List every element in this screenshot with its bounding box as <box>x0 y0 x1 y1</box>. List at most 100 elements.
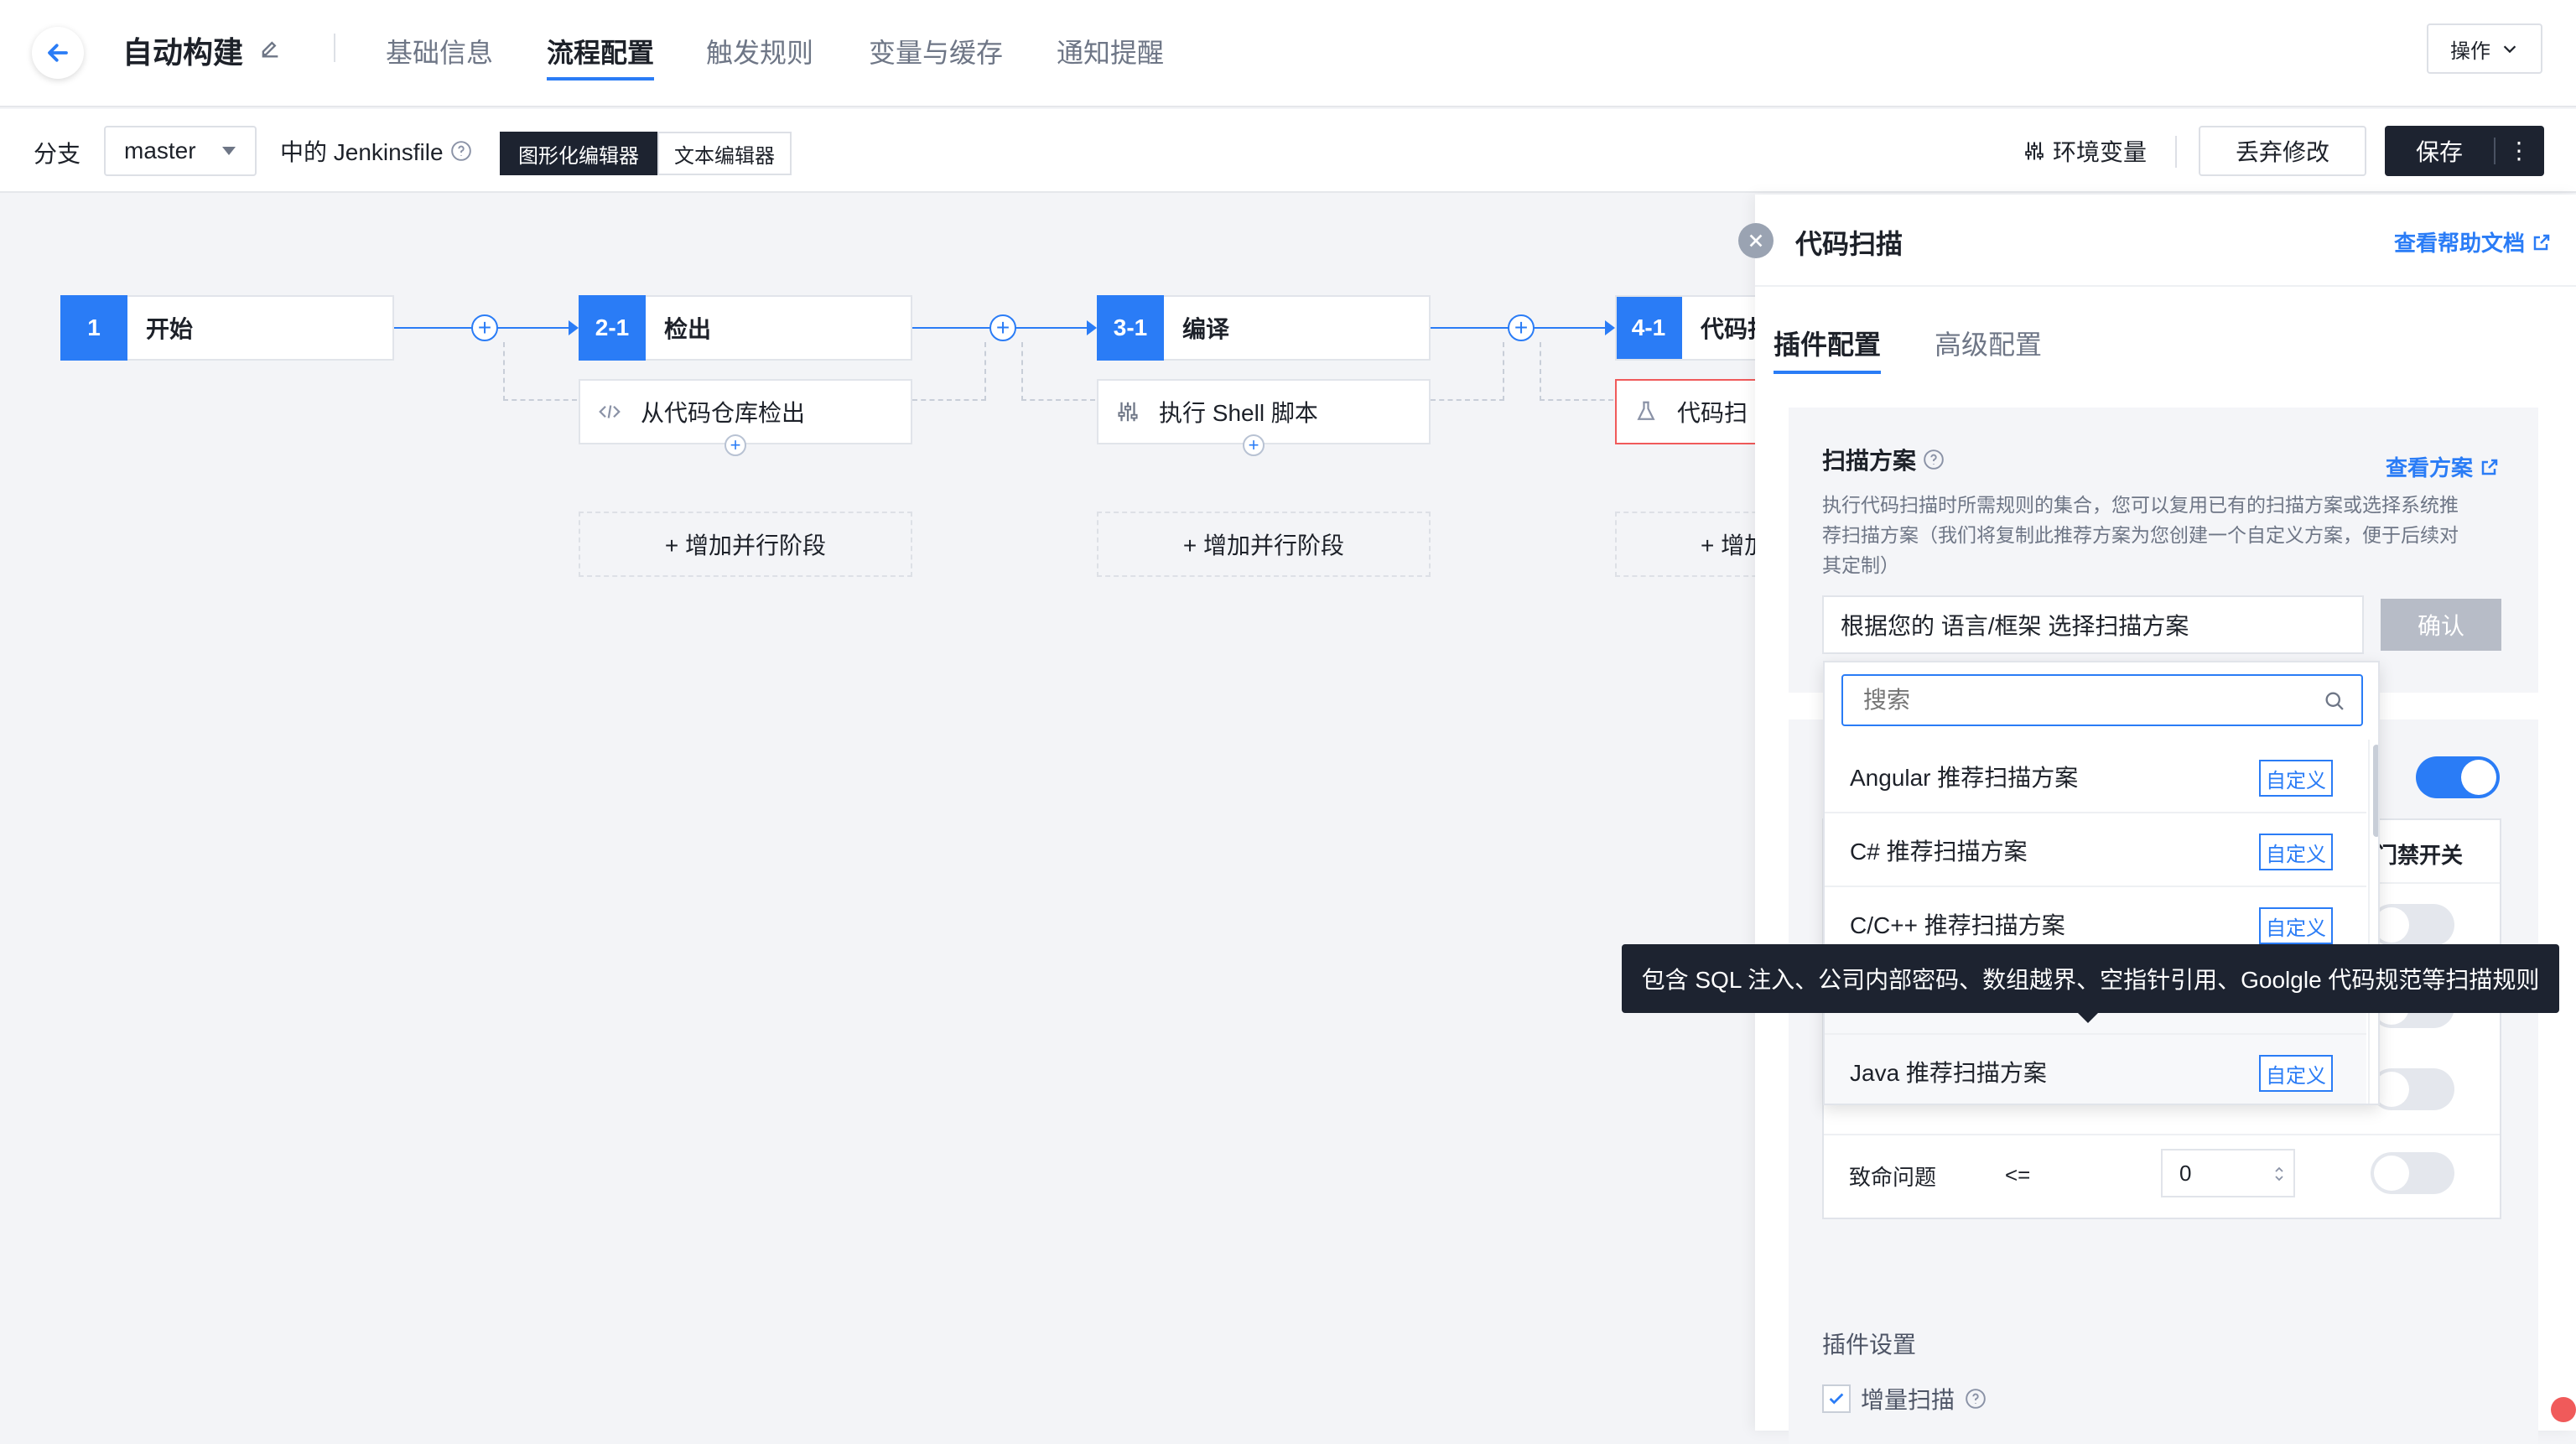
graphic-editor-tab[interactable]: 图形化编辑器 <box>500 132 657 175</box>
description-line: 荐扫描方案（我们将复制此推荐方案为您创建一个自定义方案，便于后续对 <box>1822 524 2459 546</box>
more-vertical-icon[interactable]: ⋮ <box>2507 138 2531 164</box>
close-icon <box>1749 234 1763 247</box>
confirm-button[interactable]: 确认 <box>2381 599 2501 651</box>
gate-toggle[interactable] <box>2371 904 2454 946</box>
plugin-settings-card <box>1789 1285 2538 1436</box>
add-parallel-stage-button[interactable]: + 增加并行阶段 <box>579 512 912 577</box>
env-vars-button[interactable]: 环境变量 <box>2023 134 2147 168</box>
dropdown-option[interactable]: C# 推荐扫描方案 自定义 <box>1825 813 2366 887</box>
customize-tag[interactable]: 自定义 <box>2259 907 2333 944</box>
arrow-right-icon <box>1087 320 1097 335</box>
edit-title-button[interactable] <box>258 37 282 60</box>
help-circle-icon <box>450 141 471 161</box>
tab-plugin-config[interactable]: 插件配置 <box>1774 330 1882 360</box>
drawer-title: 代码扫描 <box>1795 229 1903 259</box>
tab-advanced-config[interactable]: 高级配置 <box>1935 330 2043 360</box>
arrow-left-icon <box>48 44 68 62</box>
active-tab-underline <box>547 77 654 81</box>
incremental-scan-option[interactable]: 增量扫描 <box>1822 1382 1987 1415</box>
page-title: 自动构建 <box>122 35 244 70</box>
dropdown-scrollbar[interactable] <box>2368 740 2378 1104</box>
scheme-select-value: 根据您的 语言/框架 选择扫描方案 <box>1841 613 2189 639</box>
floating-feedback-button[interactable] <box>2551 1397 2576 1422</box>
tab-basic-info[interactable]: 基础信息 <box>386 38 494 68</box>
help-doc-link[interactable]: 查看帮助文档 <box>2394 226 2552 257</box>
discard-changes-button[interactable]: 丢弃修改 <box>2199 126 2366 176</box>
stage-compile[interactable]: 3-1 编译 <box>1097 295 1431 361</box>
stage-name: 编译 <box>1182 316 1230 342</box>
operations-label: 操作 <box>2450 39 2490 63</box>
toolbar-divider <box>2175 136 2177 168</box>
gate-toggle[interactable] <box>2371 1068 2454 1110</box>
task-shell[interactable]: 执行 Shell 脚本 <box>1097 379 1431 444</box>
code-icon <box>599 405 621 418</box>
parallel-path <box>1540 342 1613 401</box>
stepper-icon[interactable] <box>2273 1164 2285 1184</box>
scheme-dropdown: Angular 推荐扫描方案 自定义 C# 推荐扫描方案 自定义 C/C++ 推… <box>1823 661 2380 1105</box>
active-tab-underline <box>1774 371 1881 374</box>
stage-code-scan[interactable]: 4-1 代码扫 <box>1615 295 1783 361</box>
plugin-settings-label: 插件设置 <box>1822 1332 1917 1358</box>
sliders-icon <box>1118 402 1138 422</box>
customize-tag[interactable]: 自定义 <box>2259 1055 2333 1092</box>
text-editor-tab[interactable]: 文本编辑器 <box>657 132 792 175</box>
save-button[interactable]: 保存 <box>2415 139 2463 165</box>
fatal-operator: <= <box>2005 1162 2031 1187</box>
tab-pipeline-config[interactable]: 流程配置 <box>547 38 655 68</box>
help-circle-icon <box>1924 449 1944 470</box>
operations-dropdown[interactable]: 操作 <box>2427 23 2542 74</box>
branch-select[interactable]: master <box>104 126 257 176</box>
parallel-path <box>1021 342 1095 401</box>
back-button[interactable] <box>32 27 84 79</box>
tab-variables-cache[interactable]: 变量与缓存 <box>869 38 1004 68</box>
stage-number: 1 <box>60 295 127 361</box>
add-task-button[interactable]: + <box>1243 434 1265 456</box>
task-checkout[interactable]: 从代码仓库检出 <box>579 379 912 444</box>
search-icon <box>2325 692 2344 710</box>
fatal-issue-label: 致命问题 <box>1849 1165 1937 1190</box>
option-label: Java 推荐扫描方案 <box>1850 1060 2047 1086</box>
task-name: 执行 Shell 脚本 <box>1159 400 1318 426</box>
dropdown-search-input[interactable] <box>1841 674 2363 726</box>
add-task-button[interactable]: + <box>724 434 746 456</box>
task-name: 从代码仓库检出 <box>641 400 806 426</box>
parallel-path <box>912 342 986 401</box>
fatal-threshold-value: 0 <box>2179 1160 2192 1186</box>
close-drawer-button[interactable] <box>1738 223 1774 258</box>
scrollbar-thumb[interactable] <box>2373 745 2378 837</box>
drawer-header-divider <box>1755 285 2576 287</box>
stage-checkout[interactable]: 2-1 检出 <box>579 295 912 361</box>
view-scheme-link[interactable]: 查看方案 <box>2386 451 2500 482</box>
title-divider <box>334 34 335 62</box>
add-stage-button[interactable]: + <box>471 314 498 341</box>
gate-master-toggle[interactable] <box>2416 756 2500 798</box>
task-code-scan[interactable]: 代码扫 <box>1615 379 1783 444</box>
scheme-select[interactable]: 根据您的 语言/框架 选择扫描方案 <box>1822 595 2364 654</box>
description-line: 其定制） <box>1822 554 1899 576</box>
option-label: Angular 推荐扫描方案 <box>1850 765 2079 791</box>
scheme-tooltip: 包含 SQL 注入、公司内部密码、数组越界、空指针引用、Goolgle 代码规范… <box>1622 944 2559 1013</box>
search-field[interactable] <box>1862 686 2301 714</box>
tab-trigger-rules[interactable]: 触发规则 <box>706 38 814 68</box>
pipeline-canvas: + + + 1 开始 2-1 检出 从代码仓库检出 + + 增加并行阶段 3-1… <box>0 195 1783 1431</box>
tab-notifications[interactable]: 通知提醒 <box>1057 38 1165 68</box>
stage-start[interactable]: 1 开始 <box>60 295 394 361</box>
checkbox[interactable] <box>1822 1384 1851 1413</box>
flask-icon <box>1637 401 1655 420</box>
dropdown-option[interactable]: Java 推荐扫描方案 自定义 <box>1825 1035 2366 1104</box>
arrow-right-icon <box>569 320 579 335</box>
stage-number: 3-1 <box>1097 295 1164 361</box>
fatal-gate-toggle[interactable] <box>2371 1152 2454 1194</box>
stage-name: 检出 <box>664 316 712 342</box>
customize-tag[interactable]: 自定义 <box>2259 834 2333 870</box>
add-stage-button[interactable]: + <box>1508 314 1535 341</box>
description-line: 执行代码扫描时所需规则的集合，您可以复用已有的扫描方案或选择系统推 <box>1822 494 2459 516</box>
branch-label: 分支 <box>34 141 81 167</box>
dropdown-option[interactable]: Angular 推荐扫描方案 自定义 <box>1825 740 2366 813</box>
add-parallel-stage-button[interactable]: + 增加并行阶段 <box>1097 512 1431 577</box>
customize-tag[interactable]: 自定义 <box>2259 760 2333 797</box>
option-label: C/C++ 推荐扫描方案 <box>1850 912 2065 938</box>
add-stage-button[interactable]: + <box>989 314 1016 341</box>
fatal-threshold-input[interactable]: 0 <box>2161 1149 2295 1197</box>
caret-down-icon <box>222 147 236 155</box>
